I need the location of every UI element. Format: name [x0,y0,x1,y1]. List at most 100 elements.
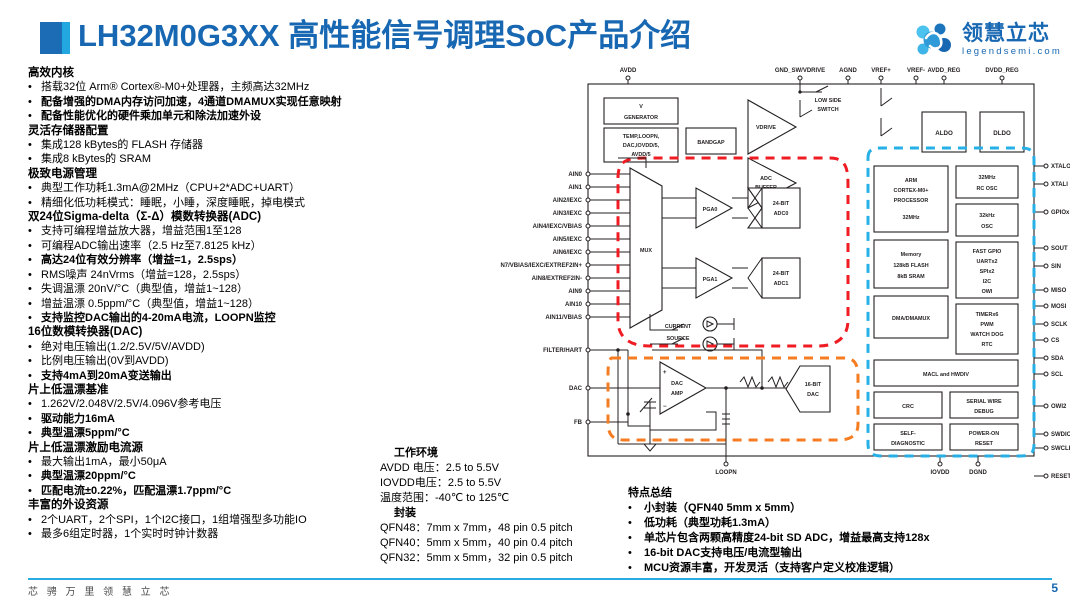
dac16-l1: 16-BIT [805,382,822,388]
bullet-icon: • [28,470,32,483]
top-pin-label: DVDD_REG [985,68,1019,74]
spec-heading: 片上低温漂激励电流源 [28,441,143,454]
spec-heading: 灵活存储器配置 [28,124,109,137]
pin-pad [878,75,884,81]
pin-pad [585,197,591,203]
left-pin-label: AIN2/IEXC [553,198,583,204]
pin-pad [585,262,591,268]
pin-pad [723,461,729,467]
spec-bullet-item: •失调温漂 20nV/°C（典型值，增益1~128） [28,282,380,296]
bullet-icon: • [28,369,32,382]
spec-text: 配备性能优化的硬件乘加单元和除法加速外设 [41,110,261,123]
mem-l2: 128kB FLASH [893,263,928,269]
footer-slogan: 芯 骋 万 里 领 慧 立 芯 [28,587,173,598]
pin-pad [585,419,591,425]
spec-heading: 片上低温漂基准 [28,383,109,396]
pin-pad [1043,209,1049,215]
spec-text: 典型温漂20ppm/°C [41,470,136,483]
bullet-icon: • [28,398,32,411]
package-line: QFN32：5mm x 5mm，32 pin 0.5 pitch [380,552,573,564]
macl-block: MACL and HWDIV [873,359,1019,387]
pin-pad [1043,431,1049,437]
bottom-pin-label: IOVDD [930,470,950,476]
temp-mux-l3: AVDD/5 [631,152,650,158]
pin-pad [585,210,591,216]
package-line: QFN40：5mm x 5mm，40 pin 0.4 pitch [380,537,573,549]
vdrive-amp: VDRIVE [747,99,798,155]
swd-l1: SERIAL WIRE [966,399,1002,405]
pin-pad [1043,263,1049,269]
bandgap-label: BANDGAP [697,140,725,146]
bullet-icon: • [28,81,32,94]
cpu-l2: CORTEX-M0+ [894,188,929,194]
spec-bullet-item: •集成8 kBytes的 SRAM [28,152,380,166]
pin-pad [1043,337,1049,343]
spec-heading: 高效内核 [28,67,74,79]
summary-text: 单芯片包含两颗高精度24-bit SD ADC，增益最高支持128x [644,532,930,544]
bullet-icon: • [28,268,32,281]
top-pin-label: AGND [839,68,857,74]
adc0-block: 24-BIT ADC0 [746,187,801,229]
summary-bullet-item: •MCU资源丰富，开发灵活（支持客户定义校准逻辑） [618,561,1058,576]
bullet-icon: • [28,340,32,353]
spec-bullet-item: •典型温漂5ppm/°C [28,426,380,440]
spec-bullet-item: •1.262V/2.048V/2.5V/4.096V参考电压 [28,397,380,411]
spec-bullet-item: •搭载32位 Arm® Cortex®-M0+处理器，主频高达32MHz [28,80,380,94]
pin-pad [1043,245,1049,251]
spec-bullet-item: • 绝对电压输出(1.2/2.5V/5V/AVDD) [28,340,380,354]
bullet-icon: • [28,225,32,238]
pin-pad [585,275,591,281]
left-pin-label: AIN9 [568,289,582,295]
left-pin-label: AIN3/IEXC [553,211,583,217]
bullet-icon: • [28,254,32,267]
por-l2: RESET [975,441,994,447]
dac16-block: 16-BIT DAC [785,365,831,413]
spec-text: 失调温漂 20nV/°C（典型值，增益1~128） [41,283,249,296]
right-pin-label: MISO [1051,288,1067,294]
right-pin-label: SDA [1051,356,1064,362]
swd-block: SERIAL WIRE DEBUG [949,391,1019,419]
dma-block: DMA/DMAMUX [873,295,949,339]
pin-pad [585,347,591,353]
bullet-icon: • [28,110,32,123]
bottom-pin-label: LOOPN [715,470,736,476]
crc-label: CRC [902,404,914,410]
spec-text: 绝对电压输出(1.2/2.5V/5V/AVDD) [41,340,205,353]
dac-amp-l2: AMP [671,391,683,397]
bullet-icon: • [28,455,32,468]
spec-bullet-item: •比例电压输出(0V到AVDD) [28,354,380,368]
dac-amp-l1: DAC [671,381,683,387]
macl-label: MACL and HWDIV [923,372,969,378]
right-pin-label: SCLK [1051,322,1068,328]
right-pin-label: SIN [1051,264,1061,270]
spec-heading: 极致电源管理 [28,167,97,180]
pin-pad [1043,371,1049,377]
dldo-label: DLDO [993,130,1011,137]
adc0-l1: 24-BIT [773,201,790,207]
adc1-l1: 24-BIT [773,271,790,277]
spec-heading: 双24位Sigma-delta（Σ-Δ）模数转换器(ADC) [28,211,262,224]
rcosc-l1: 32MHz [978,175,995,181]
bullet-icon: • [628,532,632,544]
vbias-gen-label2: GENERATOR [624,115,658,121]
svg-text:+: + [663,370,667,376]
periph-l2: UARTx2 [977,259,998,265]
pin-pad [999,75,1005,81]
summary-text: 16-bit DAC支持电压/电流型输出 [644,547,803,559]
right-pin-label: SWCLK [1051,446,1070,452]
environment-line: 温度范围：-40℃ to 125℃ [380,492,510,504]
spec-bullet-item: •RMS噪声 24nVrms（增益=128，2.5sps） [28,268,380,282]
summary-text: 低功耗（典型功耗1.3mA） [644,517,777,529]
bullet-icon: • [628,517,632,529]
timer-block: TIMERx6 PWM WATCH DOG RTC [955,303,1019,355]
top-pin-label: AVDD [620,68,637,74]
pin-pad [585,249,591,255]
spec-bullet-item: •匹配电流±0.22%，匹配温漂1.7ppm/°C [28,484,380,498]
bullet-icon: • [628,562,632,574]
spec-heading: 丰富的外设资源 [28,499,109,512]
title-accent-bar-light [62,22,70,54]
bullet-icon: • [28,153,32,166]
osc-l1: 32kHz [979,213,995,219]
timer-l1: TIMERx6 [976,312,999,318]
